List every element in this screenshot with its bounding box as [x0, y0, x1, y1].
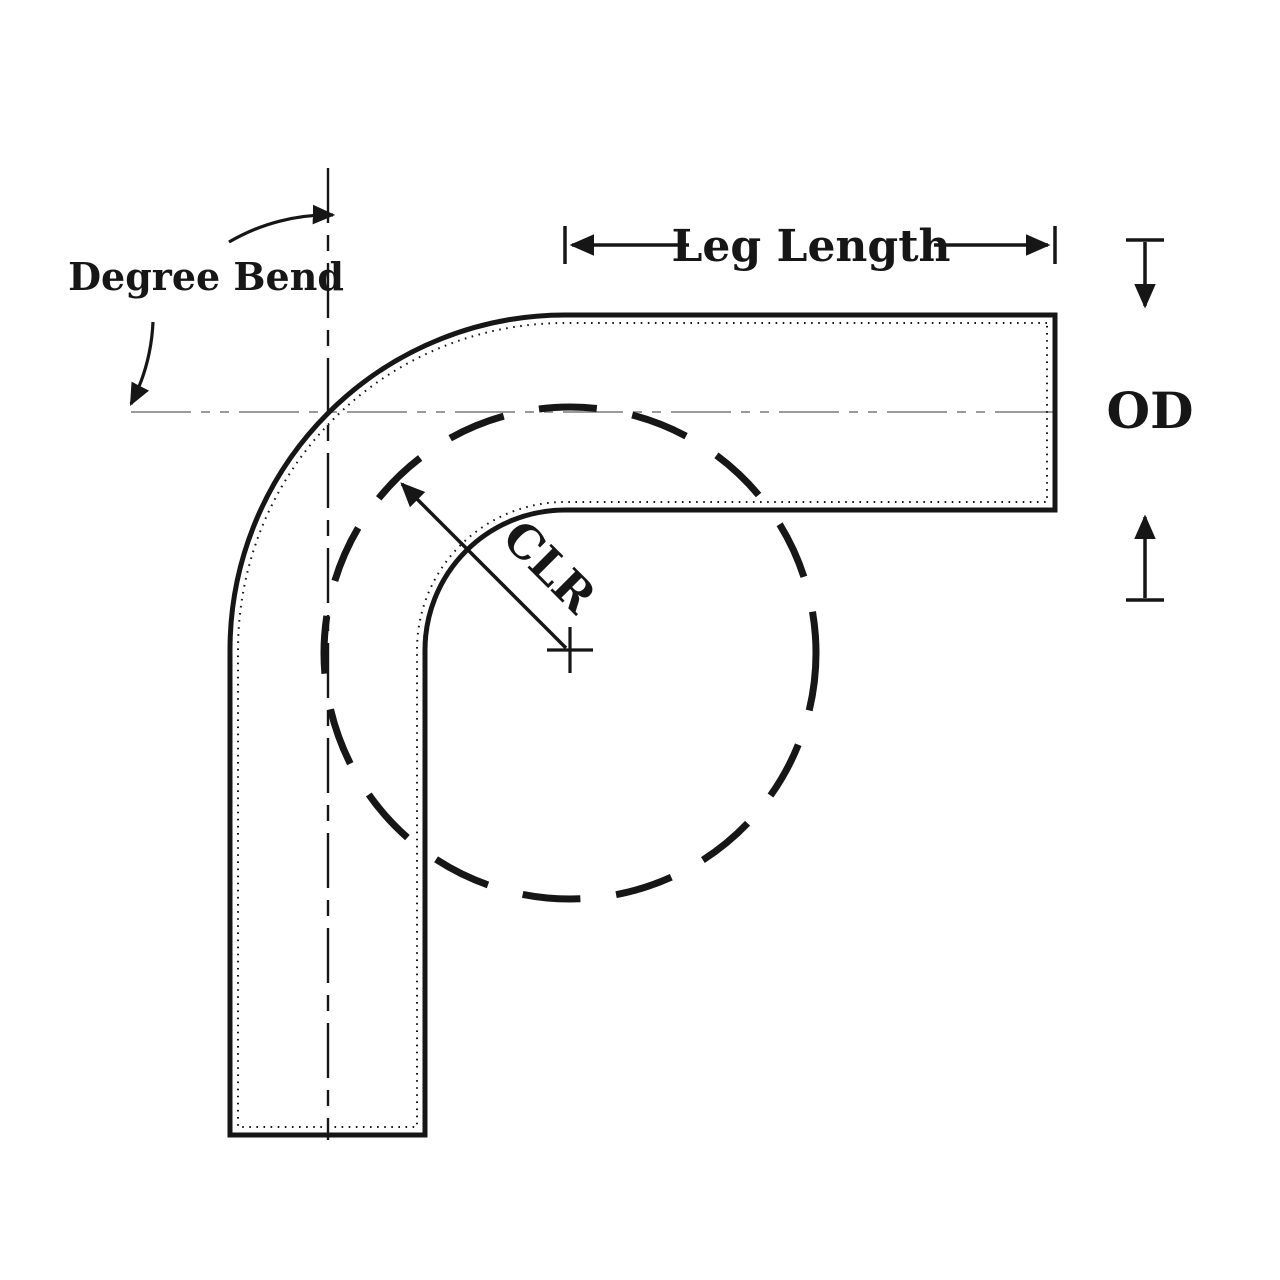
leg-length-dimension: Leg Length [563, 221, 1057, 272]
degree-bend-label: Degree Bend [68, 254, 344, 299]
clr-radius-arrow [400, 482, 568, 650]
bend-radius-circle [320, 403, 820, 903]
od-dimension: OD [1107, 238, 1194, 602]
clr-label: CLR [492, 510, 607, 625]
degree-bend-annotation: Degree Bend [68, 204, 344, 406]
bend-center-cross [547, 627, 593, 673]
degree-bend-arc-upper [228, 204, 336, 244]
tube-outline [227, 312, 1058, 1138]
leg-length-label: Leg Length [671, 221, 950, 272]
tube-wall-inner-contour [237, 322, 1048, 1128]
degree-bend-arc-lower [129, 321, 155, 406]
od-label: OD [1107, 381, 1194, 440]
